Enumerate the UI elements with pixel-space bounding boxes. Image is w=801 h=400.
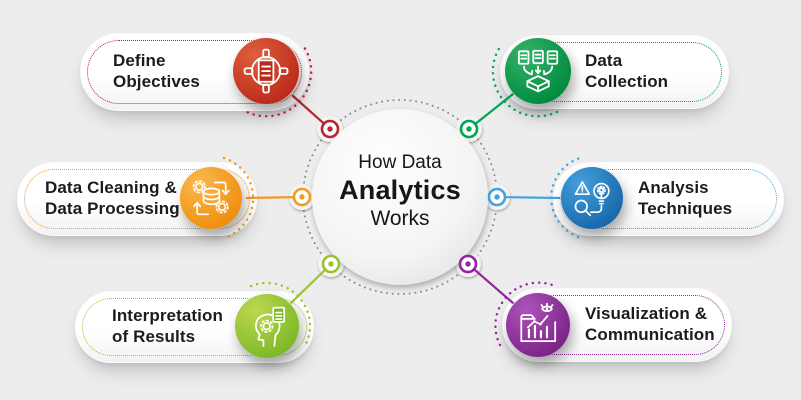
connector-node-data-collection <box>459 119 479 139</box>
title-line-2: Analytics <box>339 175 461 205</box>
chart-eye-icon <box>506 293 570 357</box>
item-label-data-cleaning-processing: Data Cleaning & Data Processing <box>45 178 180 219</box>
connector-node-interpretation <box>321 254 341 274</box>
connector-line-analysis <box>495 195 562 200</box>
label-line: of Results <box>112 327 196 346</box>
documents-inbox-icon <box>505 38 571 104</box>
item-label-analysis-techniques: Analysis Techniques <box>638 178 732 219</box>
label-line: Define <box>113 51 166 71</box>
label-line: Data <box>585 51 623 71</box>
label-line: Interpretation <box>112 306 223 326</box>
connector-node-dot <box>328 261 334 267</box>
label-line: Visualization & <box>585 304 708 324</box>
connector-node-define-objectives <box>320 119 340 139</box>
alert-bulb-magnifier-icon <box>561 167 623 229</box>
connector-line-data-collection <box>467 92 515 131</box>
connector-node-dot <box>327 126 333 132</box>
item-label-define-objectives: Define Objectives <box>113 51 200 92</box>
label-line: Communication <box>585 325 715 344</box>
item-label-interpretation-of-results: Interpretation of Results <box>112 306 223 347</box>
connector-line-define-objectives <box>291 94 332 131</box>
target-document-icon <box>233 38 299 104</box>
label-line: Analysis <box>638 178 709 198</box>
data-processing-icon <box>180 167 242 229</box>
connector-node-visualization <box>458 254 478 274</box>
item-label-visualization-communication: Visualization & Communication <box>585 304 715 345</box>
label-line: Collection <box>585 72 669 91</box>
item-label-data-collection: Data Collection <box>585 51 668 92</box>
center-title: How Data Analytics Works <box>300 152 500 231</box>
label-line: Data Processing <box>45 199 180 218</box>
label-line: Objectives <box>113 72 200 91</box>
title-line-1: How Data <box>358 152 442 173</box>
connector-node-dot <box>465 261 471 267</box>
label-line: Data Cleaning & <box>45 178 177 198</box>
head-gear-icon <box>235 294 299 358</box>
title-line-3: Works <box>370 207 430 230</box>
connector-node-dot <box>466 126 472 132</box>
label-line: Techniques <box>638 199 733 218</box>
connector-line-visualization <box>466 262 515 305</box>
